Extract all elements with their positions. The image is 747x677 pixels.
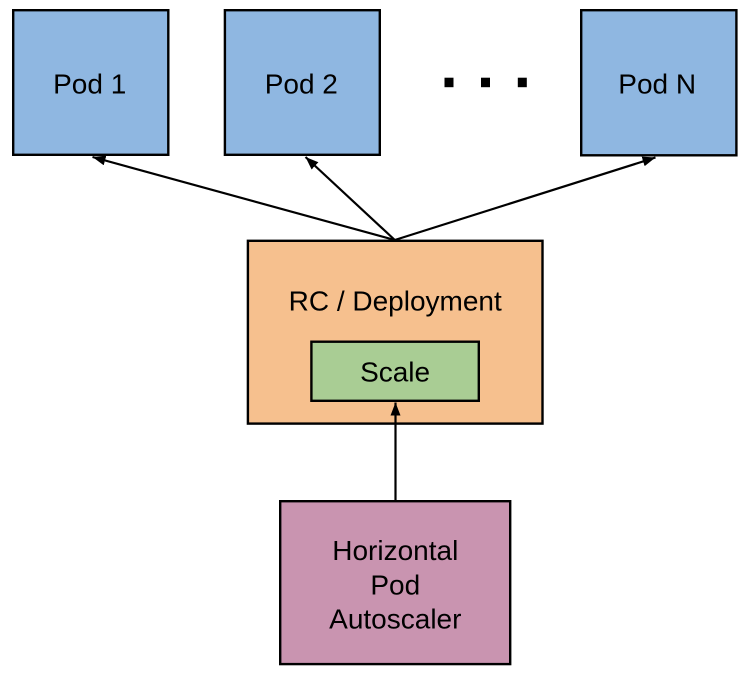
svg-text:Pod 1: Pod 1 <box>53 69 126 100</box>
svg-text:Scale: Scale <box>360 357 430 388</box>
svg-text:Pod: Pod <box>370 569 420 600</box>
svg-text:Autoscaler: Autoscaler <box>329 604 461 635</box>
svg-text:Pod N: Pod N <box>618 69 696 100</box>
svg-text:RC / Deployment: RC / Deployment <box>289 285 502 316</box>
svg-text:Pod 2: Pod 2 <box>265 69 338 100</box>
svg-text:Horizontal: Horizontal <box>332 535 458 566</box>
